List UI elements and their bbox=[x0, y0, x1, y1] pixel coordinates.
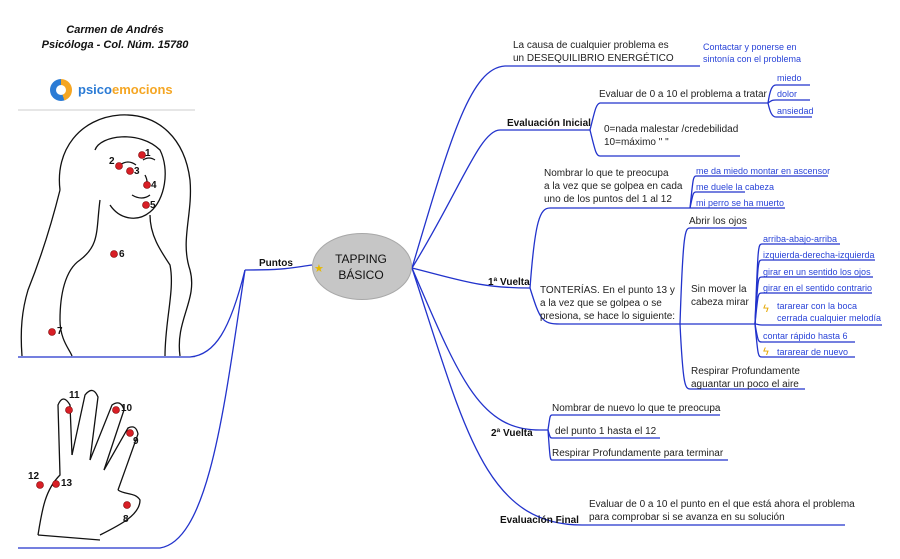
vuelta2-respirar[interactable]: Respirar Profundamente para terminar bbox=[552, 448, 724, 459]
option-miedo[interactable]: miedo bbox=[777, 73, 802, 83]
central-topic-line1: TAPPING bbox=[335, 252, 387, 266]
move-izquierda-derecha[interactable]: izquierda-derecha-izquierda bbox=[763, 250, 875, 260]
author-credential: Psicóloga - Col. Núm. 15780 bbox=[41, 39, 189, 51]
author-name: Carmen de Andrés bbox=[66, 24, 164, 36]
dot-9 bbox=[126, 429, 134, 437]
tapping-dots bbox=[36, 151, 151, 509]
dot-7 bbox=[48, 328, 56, 336]
branch-lines bbox=[18, 65, 882, 549]
dot-11 bbox=[65, 406, 73, 414]
move-girar-contrario[interactable]: girar en el sentido contrario bbox=[763, 283, 873, 293]
dot-8 bbox=[123, 501, 131, 509]
point-label-4: 4 bbox=[151, 180, 157, 191]
vuelta2-puntos[interactable]: del punto 1 hasta el 12 bbox=[555, 426, 657, 437]
tonterias-line1: TONTERÍAS. En el punto 13 y bbox=[540, 285, 675, 296]
nombrar-line3: uno de los puntos del 1 al 12 bbox=[544, 194, 672, 205]
logo: psicoemocions bbox=[78, 82, 173, 97]
tararear-line2[interactable]: cerrada cualquier melodía bbox=[777, 313, 882, 323]
causa-line1: La causa de cualquier problema es bbox=[513, 40, 669, 51]
point-label-13: 13 bbox=[61, 478, 73, 489]
lightning-icon: ϟ bbox=[763, 303, 769, 315]
point-label-11: 11 bbox=[69, 390, 80, 401]
nombrar-line1: Nombrar lo que te preocupa bbox=[544, 168, 669, 179]
causa-link-line1[interactable]: Contactar y ponerse en bbox=[703, 42, 797, 52]
eval-final-line1: Evaluar de 0 a 10 el punto en el que est… bbox=[589, 499, 855, 510]
sin-mover-line2: cabeza mirar bbox=[691, 297, 749, 308]
causa-line2: un DESEQUILIBRIO ENERGÉTICO bbox=[513, 53, 674, 64]
respirar-line2: aguantar un poco el aire bbox=[691, 379, 799, 390]
example-ascensor[interactable]: me da miedo montar en ascensor bbox=[696, 166, 831, 176]
abrir-ojos[interactable]: Abrir los ojos bbox=[689, 216, 747, 227]
branch-evaluacion-final[interactable]: Evaluación Final bbox=[500, 515, 579, 526]
dot-2 bbox=[115, 162, 123, 170]
dot-1 bbox=[138, 151, 146, 159]
central-topic-node[interactable] bbox=[312, 233, 412, 300]
tararear-de-nuevo[interactable]: tararear de nuevo bbox=[777, 347, 849, 357]
face-illustration bbox=[20, 114, 193, 357]
central-topic-line2: BÁSICO bbox=[338, 267, 384, 282]
dot-5 bbox=[142, 201, 150, 209]
move-arriba-abajo[interactable]: arriba-abajo-arriba bbox=[763, 234, 838, 244]
contar-rapido[interactable]: contar rápido hasta 6 bbox=[763, 331, 848, 341]
option-ansiedad[interactable]: ansiedad bbox=[777, 106, 814, 116]
scale-line1: 0=nada malestar /credebilidad bbox=[604, 124, 739, 135]
dot-13 bbox=[52, 480, 60, 488]
respirar-line1: Respirar Profundamente bbox=[691, 366, 800, 377]
point-label-9: 9 bbox=[133, 436, 139, 447]
logo-part1: psico bbox=[78, 82, 112, 97]
branch-evaluacion-inicial[interactable]: Evaluación Inicial bbox=[507, 118, 591, 129]
branch-primera-vuelta[interactable]: 1ª Vuelta bbox=[488, 277, 530, 288]
example-cabeza[interactable]: me duele la cabeza bbox=[696, 182, 775, 192]
point-label-8: 8 bbox=[123, 514, 129, 525]
dot-10 bbox=[112, 406, 120, 414]
sin-mover-line1: Sin mover la bbox=[691, 284, 747, 295]
dot-6 bbox=[110, 250, 118, 258]
point-label-1: 1 bbox=[145, 148, 151, 159]
logo-part2: emocions bbox=[111, 82, 173, 97]
hand-illustration bbox=[37, 389, 141, 541]
point-label-7: 7 bbox=[57, 326, 63, 337]
point-label-2: 2 bbox=[109, 156, 115, 167]
logo-icon bbox=[50, 79, 72, 101]
tararear-line1[interactable]: tararear con la boca bbox=[777, 301, 858, 311]
dot-4 bbox=[143, 181, 151, 189]
eval-final-line2: para comprobar si se avanza en su soluci… bbox=[589, 512, 785, 523]
star-icon: ★ bbox=[314, 263, 324, 275]
tonterias-line3: presiona, se hace lo siguiente: bbox=[540, 311, 676, 322]
dot-12 bbox=[36, 481, 44, 489]
point-label-3: 3 bbox=[134, 166, 140, 177]
nombrar-line2: a la vez que se golpea en cada bbox=[544, 181, 683, 192]
dot-3 bbox=[126, 167, 134, 175]
causa-link-line2[interactable]: sintonía con el problema bbox=[703, 54, 802, 64]
scale-line2: 10=máximo " " bbox=[604, 137, 669, 148]
move-girar-sentido[interactable]: girar en un sentido los ojos bbox=[763, 267, 871, 277]
central-topic-label: TAPPING BÁSICO bbox=[318, 252, 404, 283]
vuelta2-nombrar[interactable]: Nombrar de nuevo lo que te preocupa bbox=[552, 403, 721, 414]
branch-puntos[interactable]: Puntos bbox=[259, 258, 293, 269]
example-perro[interactable]: mi perro se ha muerto bbox=[696, 198, 785, 208]
point-label-10: 10 bbox=[121, 403, 133, 414]
point-label-6: 6 bbox=[119, 249, 125, 260]
evaluar-problema[interactable]: Evaluar de 0 a 10 el problema a tratar bbox=[599, 89, 767, 100]
branch-segunda-vuelta[interactable]: 2ª Vuelta bbox=[491, 428, 533, 439]
tonterias-line2: a la vez que se golpea o se bbox=[540, 298, 662, 309]
point-label-12: 12 bbox=[28, 471, 40, 482]
lightning-icon-2: ϟ bbox=[763, 346, 769, 358]
point-label-5: 5 bbox=[150, 200, 156, 211]
option-dolor[interactable]: dolor bbox=[777, 89, 798, 99]
